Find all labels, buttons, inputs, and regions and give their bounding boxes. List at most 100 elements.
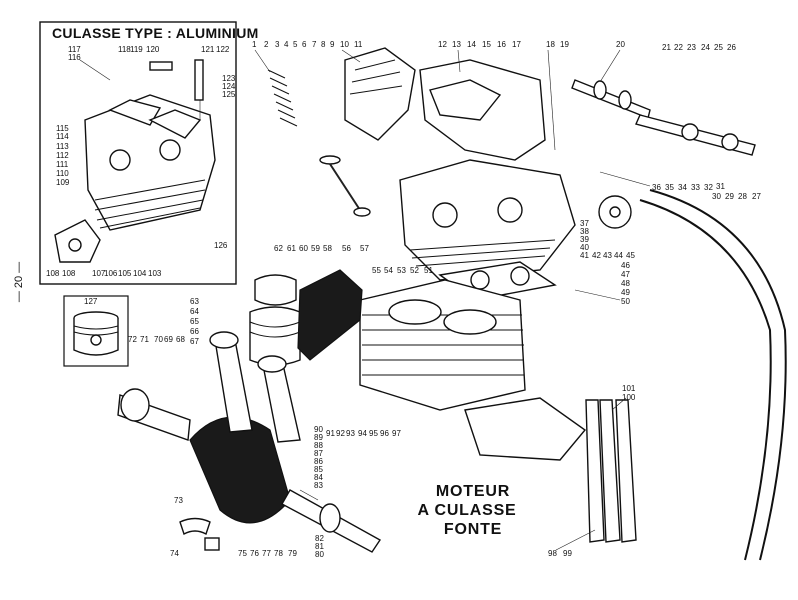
label-32: 32 (704, 183, 713, 192)
label-52: 52 (410, 266, 419, 275)
label-89: 89 (314, 433, 323, 442)
label-24: 24 (701, 43, 710, 52)
main-labels: 1 2 3 4 5 6 7 8 9 10 11 12 13 14 15 16 1… (128, 40, 761, 559)
label-65: 65 (190, 317, 199, 326)
label-120: 120 (146, 45, 160, 54)
label-5: 5 (293, 40, 298, 49)
label-7: 7 (312, 40, 317, 49)
label-100: 100 (622, 393, 636, 402)
label-95: 95 (369, 429, 378, 438)
label-11: 11 (354, 40, 363, 49)
label-72: 72 (128, 335, 137, 344)
label-126: 126 (214, 241, 228, 250)
label-122: 122 (216, 45, 230, 54)
label-78: 78 (274, 549, 283, 558)
timing-gear-icon (598, 195, 632, 229)
label-44: 44 (614, 251, 623, 260)
label-80: 80 (315, 550, 324, 559)
label-107: 107 (92, 269, 106, 278)
label-46: 46 (621, 261, 630, 270)
label-16: 16 (497, 40, 506, 49)
label-43: 43 (603, 251, 612, 260)
label-26: 26 (727, 43, 736, 52)
label-48: 48 (621, 279, 630, 288)
title-line-1: MOTEUR (436, 483, 510, 500)
main-title: MOTEUR A CULASSE FONTE (417, 483, 515, 538)
label-109: 109 (56, 178, 70, 187)
label-105: 105 (118, 269, 132, 278)
engine-drawing-icon (117, 47, 787, 561)
label-59: 59 (311, 244, 320, 253)
label-127: 127 (84, 297, 98, 306)
label-53: 53 (397, 266, 406, 275)
label-10: 10 (340, 40, 349, 49)
label-96: 96 (380, 429, 389, 438)
label-21: 21 (662, 43, 671, 52)
label-38: 38 (580, 227, 589, 236)
label-112: 112 (56, 151, 69, 160)
label-114: 114 (56, 132, 69, 141)
label-124: 124 (222, 82, 236, 91)
label-1: 1 (252, 40, 257, 49)
label-58: 58 (323, 244, 332, 253)
label-47: 47 (621, 270, 630, 279)
label-36: 36 (652, 183, 661, 192)
label-62: 62 (274, 244, 283, 253)
label-27: 27 (752, 192, 761, 201)
crankshaft-icon (117, 331, 382, 553)
page-number: — 20 — (13, 262, 25, 302)
label-76: 76 (250, 549, 259, 558)
label-84: 84 (314, 473, 323, 482)
label-81: 81 (315, 542, 324, 551)
label-79: 79 (288, 549, 297, 558)
label-97: 97 (392, 429, 401, 438)
label-118: 118 (118, 45, 131, 54)
label-56: 56 (342, 244, 351, 253)
label-15: 15 (482, 40, 491, 49)
label-35: 35 (665, 183, 674, 192)
label-22: 22 (674, 43, 683, 52)
label-60: 60 (299, 244, 308, 253)
label-108b: 108 (62, 269, 76, 278)
label-20: 20 (616, 40, 625, 49)
label-33: 33 (691, 183, 700, 192)
piston-box: 127 (63, 295, 129, 367)
label-94: 94 (358, 429, 367, 438)
label-99: 99 (563, 549, 572, 558)
label-106: 106 (104, 269, 118, 278)
label-117: 117 (68, 45, 81, 54)
label-31: 31 (716, 182, 725, 191)
label-125: 125 (222, 90, 236, 99)
label-41: 41 (580, 251, 589, 260)
label-39: 39 (580, 235, 589, 244)
label-63: 63 (190, 297, 199, 306)
label-90: 90 (314, 425, 323, 434)
label-51: 51 (424, 266, 433, 275)
label-113: 113 (56, 142, 69, 151)
label-49: 49 (621, 288, 630, 297)
label-55: 55 (372, 266, 381, 275)
label-19: 19 (560, 40, 569, 49)
label-91: 91 (326, 429, 335, 438)
label-86: 86 (314, 457, 323, 466)
label-64: 64 (190, 307, 199, 316)
label-30: 30 (712, 192, 721, 201)
label-71: 71 (140, 335, 149, 344)
inset-title: CULASSE TYPE : ALUMINIUM (52, 25, 259, 41)
label-69: 69 (164, 335, 173, 344)
label-9: 9 (330, 40, 335, 49)
camshaft-icon (571, 79, 651, 119)
label-23: 23 (687, 43, 696, 52)
label-2: 2 (264, 40, 269, 49)
label-37: 37 (580, 219, 589, 228)
piston-icon (73, 311, 119, 356)
leader-lines (254, 49, 651, 551)
label-4: 4 (284, 40, 289, 49)
label-14: 14 (467, 40, 476, 49)
label-17: 17 (512, 40, 521, 49)
inset-labels: 117 116 118 119 120 121 122 123 124 125 … (46, 45, 236, 278)
label-83: 83 (314, 481, 323, 490)
label-54: 54 (384, 266, 393, 275)
label-3: 3 (275, 40, 280, 49)
label-12: 12 (438, 40, 447, 49)
